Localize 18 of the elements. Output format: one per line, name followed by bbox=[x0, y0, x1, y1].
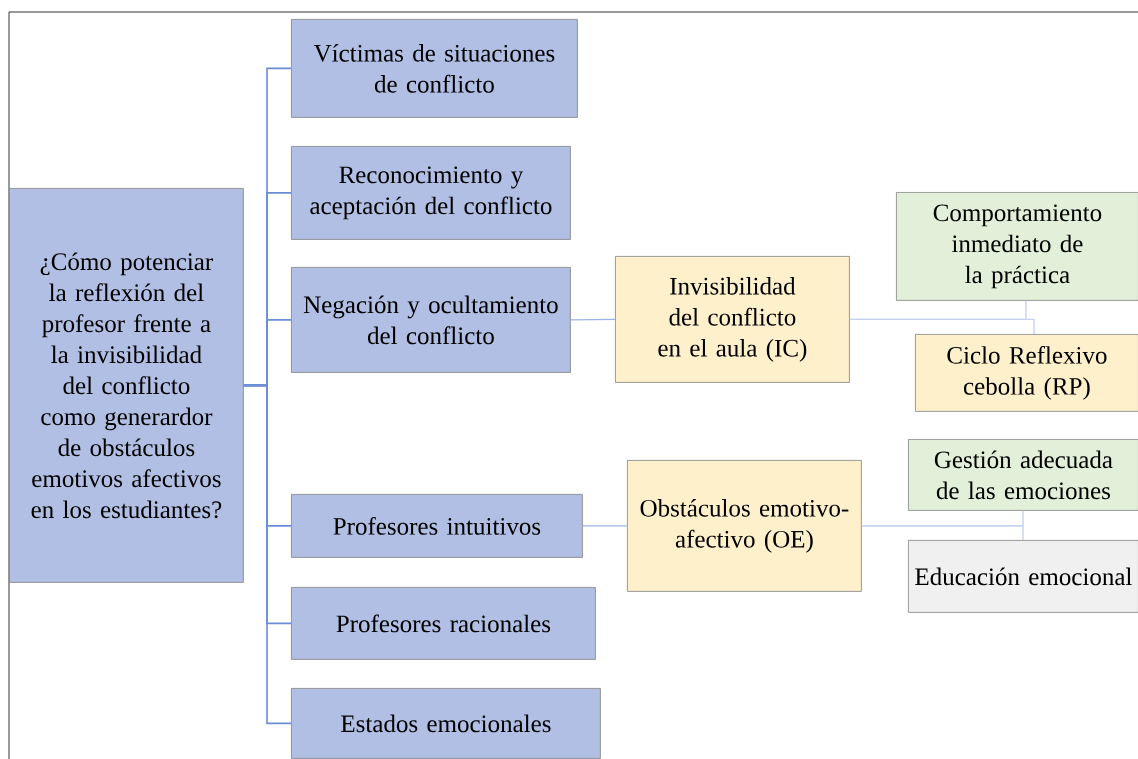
concept-box: Negación y ocultamiento del conflicto bbox=[291, 267, 571, 373]
connector-line bbox=[849, 318, 1035, 335]
connector-line bbox=[243, 384, 292, 725]
concept-box: Víctimas de situaciones de conflicto bbox=[291, 19, 578, 118]
concept-box: Profesores intuitivos bbox=[291, 494, 583, 558]
connector-line bbox=[570, 318, 616, 321]
concept-box: Invisibilidad del conflicto en el aula (IC) bbox=[615, 256, 850, 383]
concept-box: Profesores racionales bbox=[291, 587, 596, 660]
concept-box: Estados emocionales bbox=[291, 688, 601, 759]
concept-box: Comportamiento inmediato de la práctica bbox=[896, 192, 1138, 301]
concept-box: Educación emocional bbox=[908, 540, 1138, 613]
connector-line bbox=[861, 525, 1024, 541]
concept-box: Reconocimiento y aceptación del conflicto bbox=[291, 146, 571, 240]
concept-box: Obstáculos emotivo-afectivo (OE) bbox=[627, 460, 862, 592]
connector-line bbox=[582, 525, 628, 527]
concept-box: Gestión adecuada de las emociones bbox=[908, 439, 1138, 511]
concept-box: Ciclo Reflexivo cebolla (RP) bbox=[915, 334, 1138, 412]
concept-box: ¿Cómo potenciar la reflexión del profesor frente a la invisibilidad del conflicto como generardor de obstáculos emotivos afectivos en los estudiantes? bbox=[9, 188, 244, 583]
